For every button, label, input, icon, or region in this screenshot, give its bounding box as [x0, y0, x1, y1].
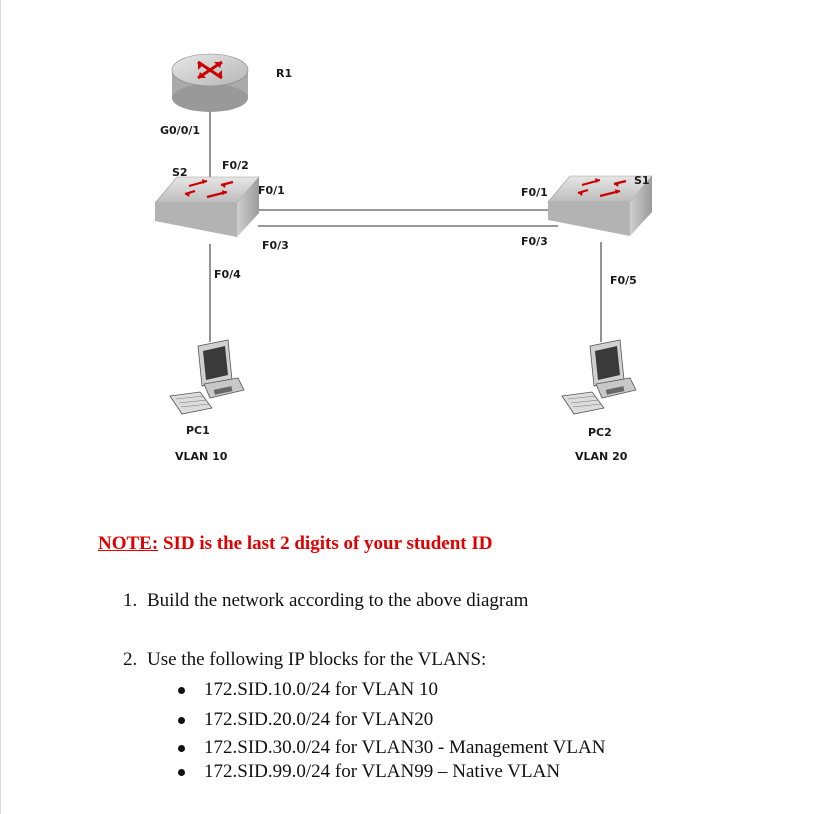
- switch-icon: [547, 175, 653, 236]
- switch-icon: [154, 176, 260, 237]
- port-label-r1-g001: G0/0/1: [160, 124, 201, 137]
- pc1-vlan-label: VLAN 10: [175, 450, 228, 463]
- step-number: 2.: [123, 649, 138, 670]
- pc2-vlan-label: VLAN 20: [575, 450, 628, 463]
- port-label-s1-f05: F0/5: [610, 274, 637, 287]
- port-label-s2-f04: F0/4: [214, 268, 241, 281]
- step-text: Use the following IP blocks for the VLAN…: [147, 649, 487, 670]
- note-text: NOTE: SID is the last 2 digits of your s…: [98, 533, 493, 555]
- list-item: 172.SID.99.0/24 for VLAN99 – Native VLAN: [178, 758, 605, 786]
- step-number: 1.: [123, 590, 138, 611]
- ip-block-list: 172.SID.10.0/24 for VLAN 10 172.SID.20.0…: [178, 676, 605, 786]
- page-border: [0, 0, 1, 814]
- pc2-label: PC2: [588, 426, 612, 439]
- pc-icon: [169, 339, 245, 415]
- list-item: 172.SID.10.0/24 for VLAN 10: [178, 676, 605, 704]
- port-label-s1-f03: F0/3: [521, 235, 548, 248]
- step-item: 1. Build the network according to the abo…: [123, 590, 528, 612]
- pc-icon: [561, 339, 637, 415]
- pc1-label: PC1: [186, 424, 210, 437]
- s2-label: S2: [172, 166, 188, 179]
- router-icon: [171, 53, 249, 112]
- port-label-s1-f01: F0/1: [521, 186, 548, 199]
- port-label-s2-f02: F0/2: [222, 159, 249, 172]
- list-item: 172.SID.30.0/24 for VLAN30 - Management …: [178, 734, 605, 762]
- r1-label: R1: [276, 67, 293, 80]
- step-text: Build the network according to the above…: [147, 590, 529, 611]
- note-body: SID is the last 2 digits of your student…: [158, 533, 493, 554]
- port-label-s2-f01: F0/1: [258, 184, 285, 197]
- s1-label: S1: [634, 174, 650, 187]
- port-label-s2-f03: F0/3: [262, 239, 289, 252]
- step-item: 2. Use the following IP blocks for the VL…: [123, 649, 486, 671]
- note-prefix: NOTE:: [98, 533, 159, 554]
- list-item: 172.SID.20.0/24 for VLAN20: [178, 706, 605, 734]
- network-diagram: R1 S2 S1 PC1 VLAN 10 PC2 VLAN 20 G0/0/1 …: [154, 53, 653, 463]
- topology-canvas: [154, 53, 653, 415]
